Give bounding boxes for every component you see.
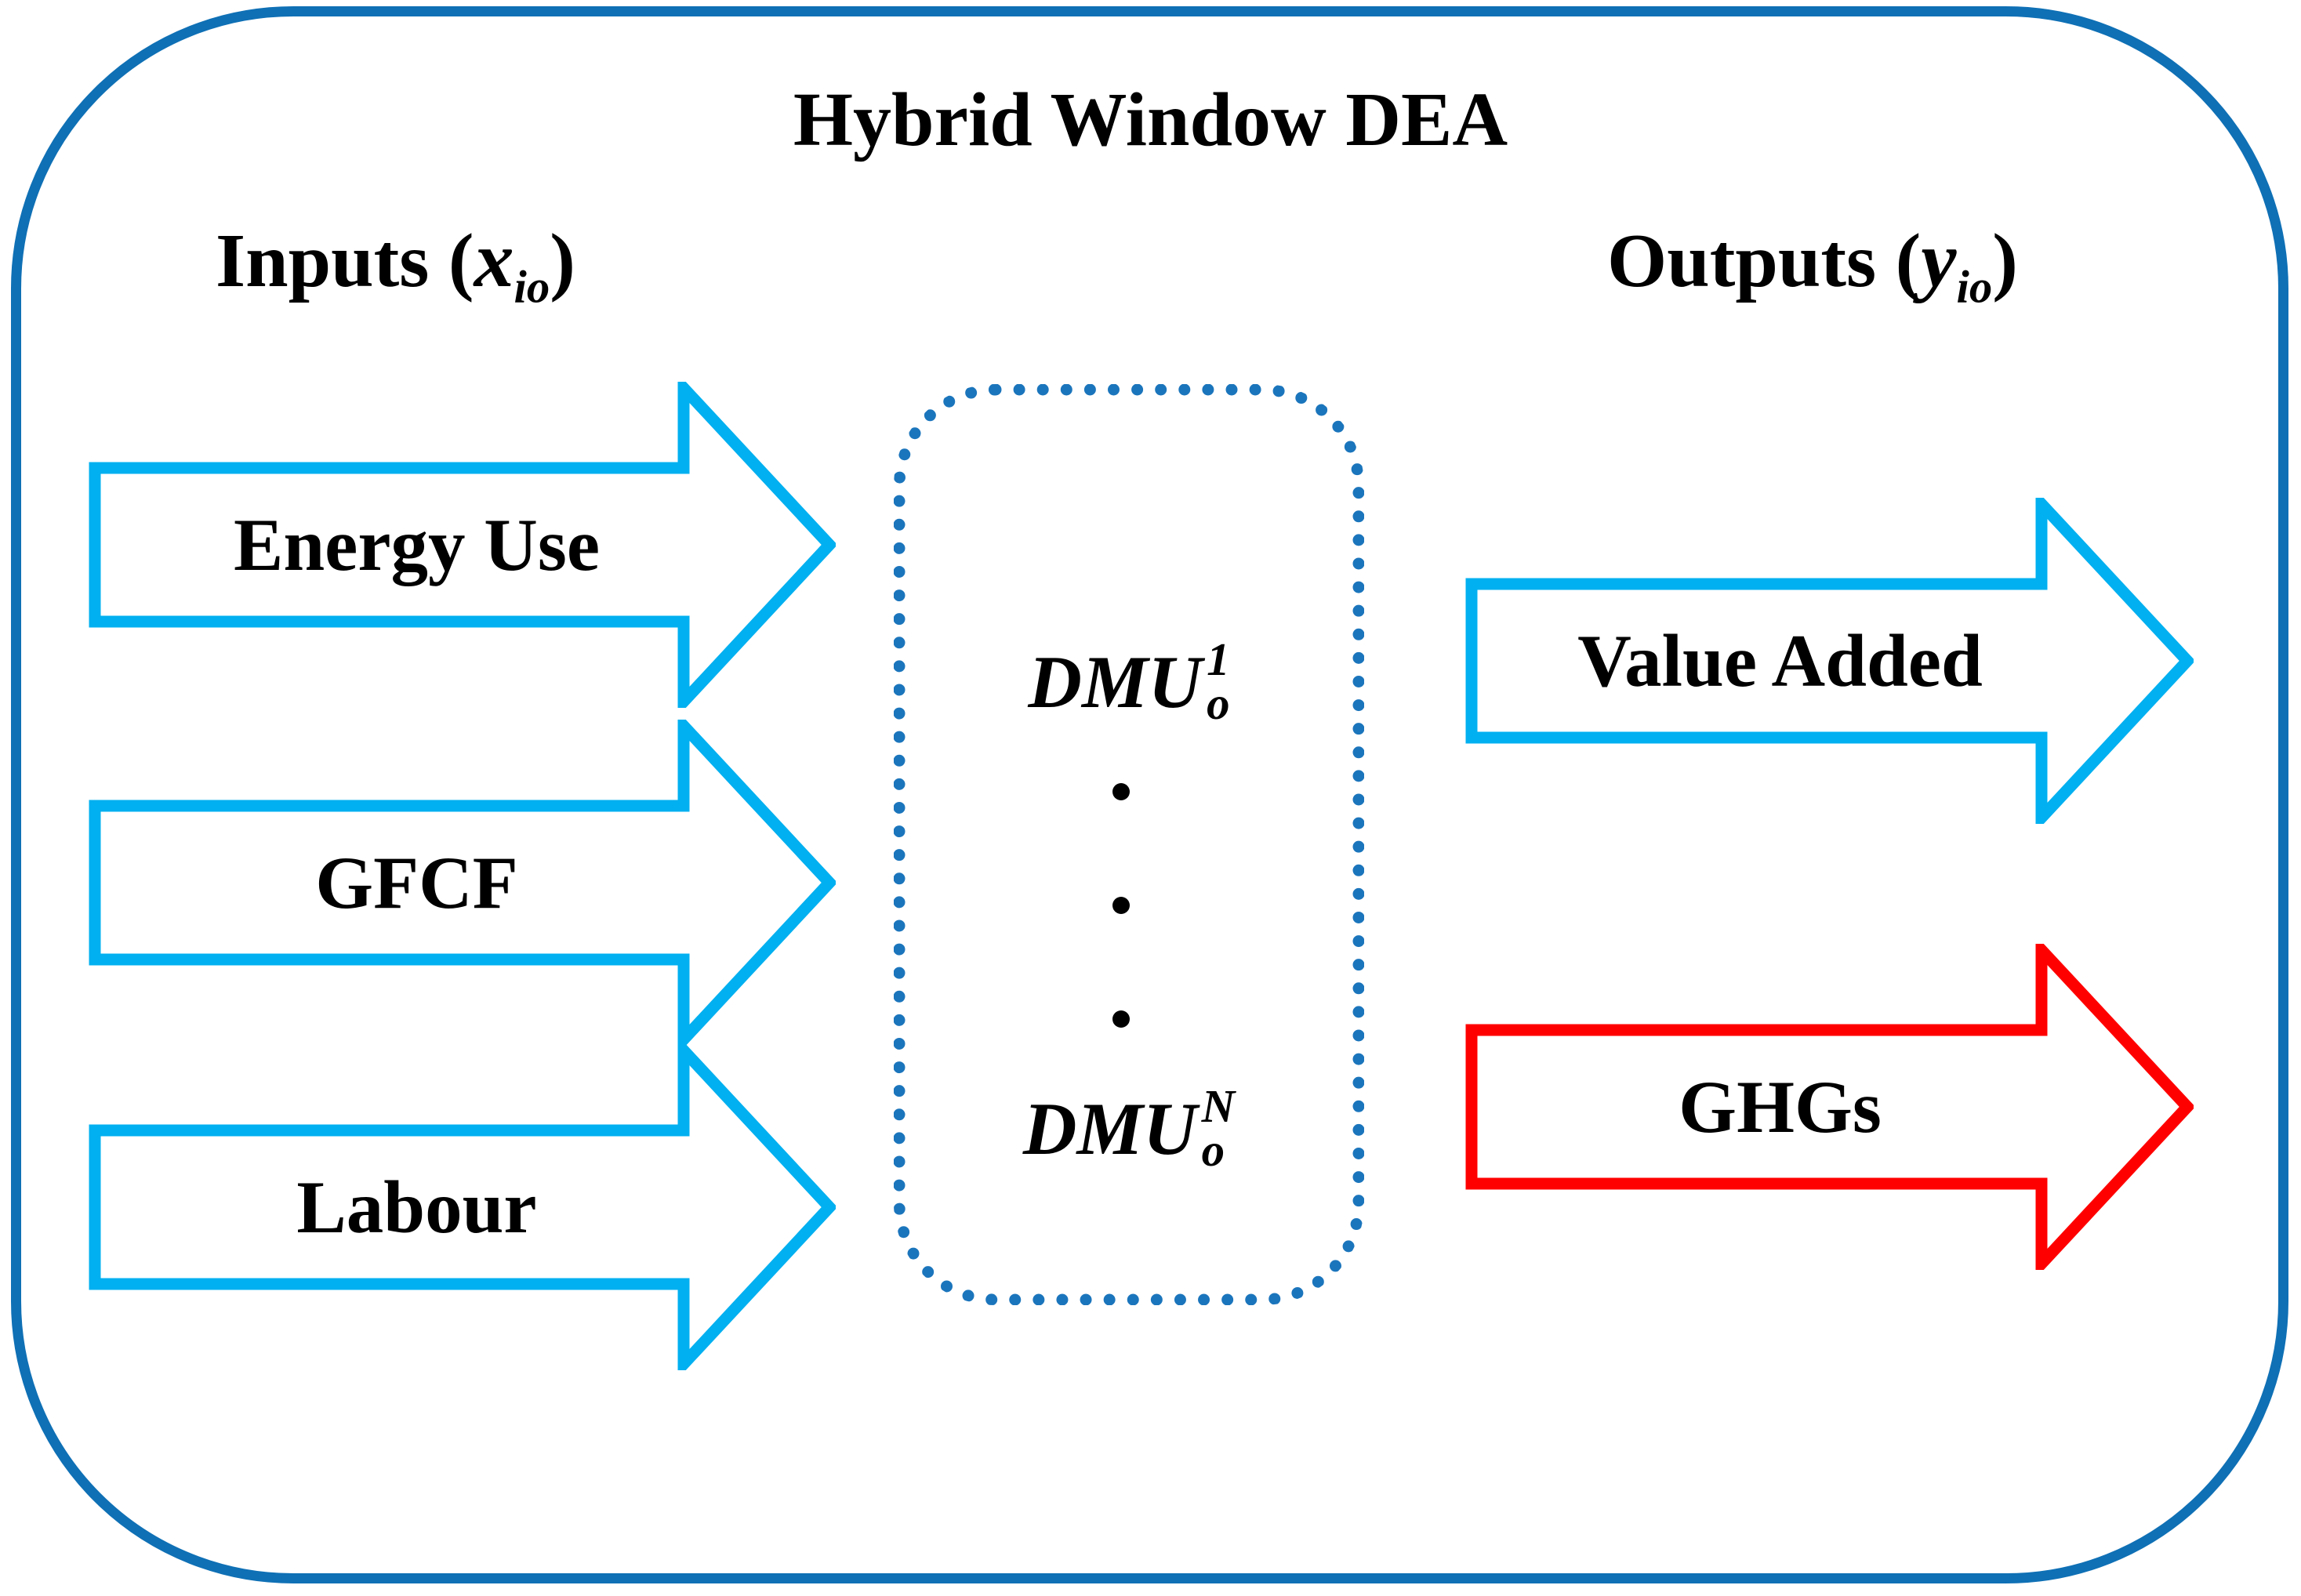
outputs-heading: Outputs (yio) (1607, 213, 2018, 313)
value-added-label: Value Added (1577, 619, 1983, 702)
dmu-first-superscript: 1 (1207, 634, 1230, 686)
ellipsis-dot (1112, 1010, 1130, 1028)
energy-use-arrow-icon (89, 382, 836, 708)
energy-use-label: Energy Use (233, 503, 601, 586)
inputs-heading: Inputs (xio) (216, 213, 575, 313)
value-added-arrow-shape (1465, 498, 2194, 824)
labour-arrow-shape (89, 1044, 836, 1370)
ghgs-arrow-icon (1465, 944, 2194, 1270)
dmu-last-subscript: o (1201, 1125, 1225, 1176)
outer-rounded-frame (11, 6, 2288, 1583)
dmu-first-main: DMU (1028, 640, 1203, 724)
gfcf-arrow-shape (89, 720, 836, 1046)
inputs-heading-prefix: Inputs ( (216, 219, 474, 303)
outputs-heading-prefix: Outputs ( (1607, 219, 1922, 303)
ellipsis-dot (1112, 783, 1130, 800)
value-added-arrow-icon (1465, 498, 2194, 824)
ellipsis-dot (1112, 897, 1130, 914)
inputs-heading-suffix: ) (550, 219, 575, 303)
dmu-last-main: DMU (1022, 1087, 1197, 1170)
dmu-first-subscript: o (1207, 678, 1230, 729)
outputs-math-symbol: y (1921, 216, 1957, 304)
dmu-last-superscript: N (1201, 1081, 1236, 1133)
labour-arrow-icon (89, 1044, 836, 1370)
energy-use-arrow-shape (89, 382, 836, 708)
outputs-math-subscript: io (1956, 261, 1993, 313)
dmu-dotted-box (894, 384, 1364, 1305)
gfcf-arrow-icon (89, 720, 836, 1046)
labour-label: Labour (296, 1166, 537, 1249)
outputs-heading-suffix: ) (1992, 219, 2018, 303)
inputs-math-subscript: io (514, 261, 550, 313)
gfcf-label: GFCF (315, 841, 518, 924)
inputs-math-symbol: x (474, 216, 514, 304)
ghgs-label: GHGs (1679, 1065, 1882, 1148)
diagram-title: Hybrid Window DEA (793, 78, 1508, 162)
ghgs-arrow-shape (1465, 944, 2194, 1270)
